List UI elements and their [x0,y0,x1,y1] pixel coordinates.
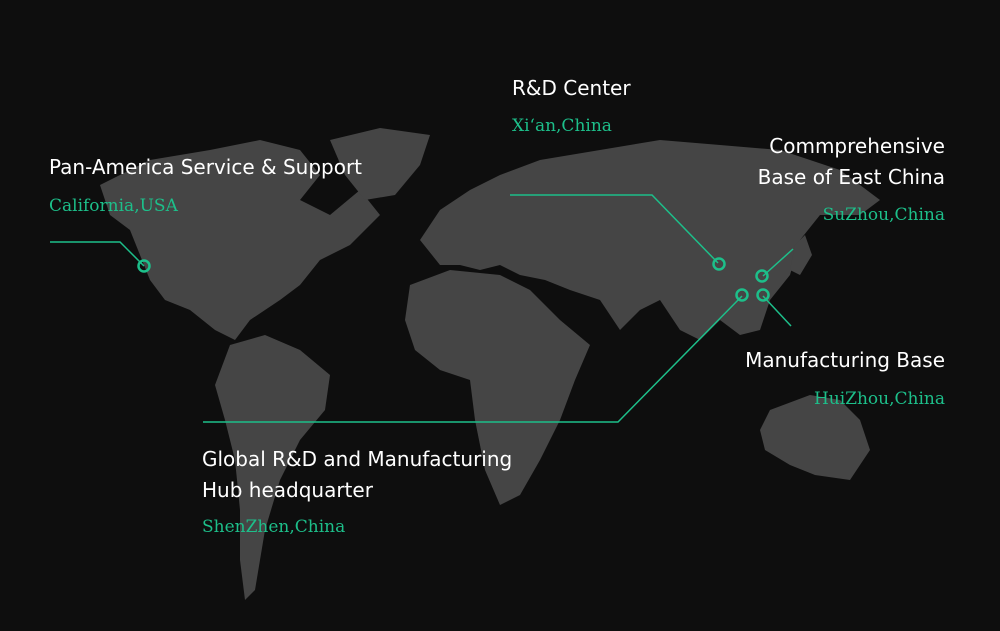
suzhou-title-line-2: Base of East China [757,165,945,189]
huizhou-title: Manufacturing Base [745,348,945,372]
australia [760,395,870,480]
africa [405,270,590,505]
japan [790,235,812,275]
suzhou-place: SuZhou,China [822,205,945,225]
marker-xian[interactable] [712,257,726,271]
shenzhen-title: Global R&D and Manufacturing Hub headqua… [202,444,512,506]
huizhou-place: HuiZhou,China [813,389,945,409]
shenzhen-line [203,295,743,423]
california-title: Pan-America Service & Support [49,155,363,179]
marker-suzhou[interactable] [755,269,769,283]
california-line [50,241,145,267]
suzhou-title: Commprehensive Base of East China [758,131,945,193]
xian-place: Xi‘an,China [512,116,612,136]
suzhou-line [762,248,794,277]
xian-title: R&D Center [512,76,631,100]
shenzhen-title-line-2: Hub headquarter [202,478,373,502]
marker-shenzhen[interactable] [735,288,749,302]
connector-lines [50,194,794,423]
north-america [100,140,380,340]
marker-california[interactable] [137,259,151,273]
south-america [215,335,330,600]
shenzhen-title-line-1: Global R&D and Manufacturing [202,447,513,471]
marker-huizhou[interactable] [756,288,770,302]
suzhou-title-line-1: Commprehensive [769,134,945,158]
huizhou-line [762,295,792,327]
california-place: California,USA [49,196,178,216]
location-markers [137,257,770,302]
greenland [330,128,430,200]
xian-line [510,194,719,264]
shenzhen-place: ShenZhen,China [202,517,346,537]
